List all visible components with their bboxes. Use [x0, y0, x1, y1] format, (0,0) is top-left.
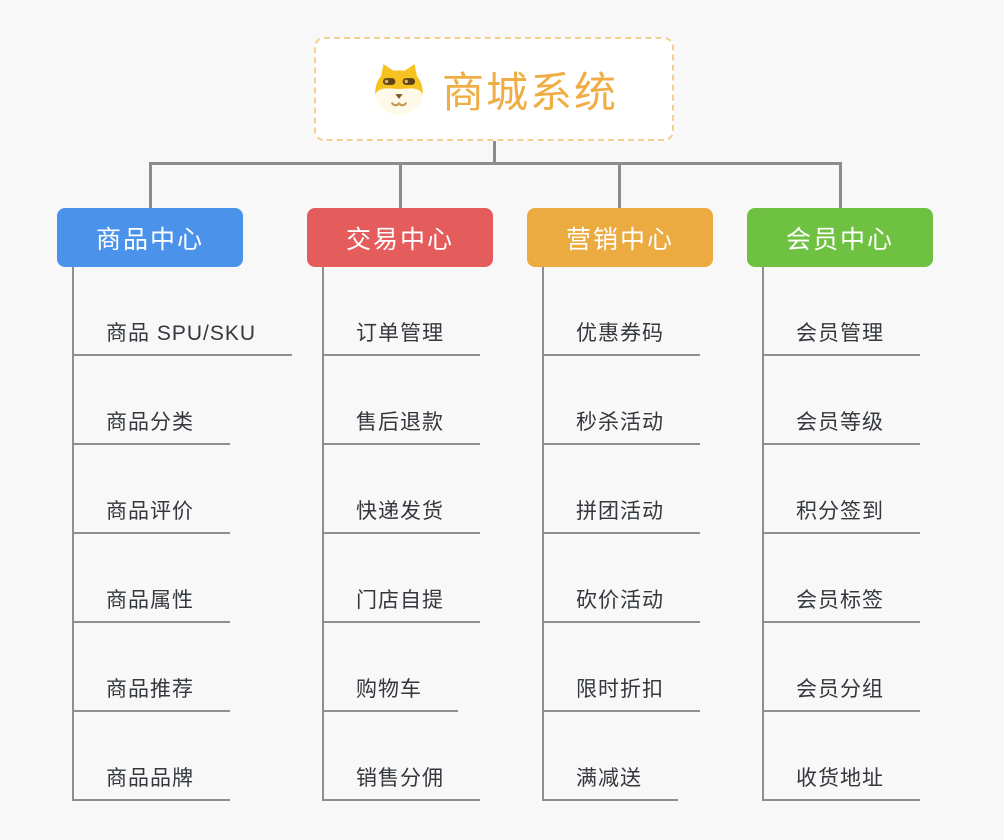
subtopic[interactable]: 商品品牌 — [72, 712, 230, 801]
branch-topic-member-center[interactable]: 会员中心 — [747, 208, 933, 267]
subtopic[interactable]: 商品 SPU/SKU — [72, 267, 293, 356]
branch-children-marketing-center: 优惠券码 秒杀活动 拼团活动 砍价活动 限时折扣 满减送 — [542, 267, 700, 801]
subtopic[interactable]: 售后退款 — [322, 356, 480, 445]
subtopic[interactable]: 收货地址 — [762, 712, 920, 801]
subtopic[interactable]: 会员管理 — [762, 267, 920, 356]
branch-topic-trade-center[interactable]: 交易中心 — [307, 208, 493, 267]
subtopic[interactable]: 会员标签 — [762, 534, 920, 623]
connector-drop-member — [839, 163, 842, 208]
subtopic[interactable]: 门店自提 — [322, 534, 480, 623]
connector-spine-marketing — [542, 267, 544, 801]
subtopic[interactable]: 商品评价 — [72, 445, 230, 534]
subtopic[interactable]: 商品属性 — [72, 534, 230, 623]
connector-root-stem — [493, 141, 496, 163]
subtopic[interactable]: 积分签到 — [762, 445, 920, 534]
connector-spine-trade — [322, 267, 324, 801]
connector-drop-product — [149, 163, 152, 208]
root-topic-title: 商城系统 — [441, 68, 618, 116]
subtopic[interactable]: 拼团活动 — [542, 445, 700, 534]
connector-drop-trade — [399, 163, 402, 208]
subtopic[interactable]: 商品分类 — [72, 356, 230, 445]
branch-topic-marketing-center[interactable]: 营销中心 — [527, 208, 713, 267]
subtopic[interactable]: 限时折扣 — [542, 623, 700, 712]
subtopic[interactable]: 会员分组 — [762, 623, 920, 712]
subtopic[interactable]: 会员等级 — [762, 356, 920, 445]
branch-topic-product-center[interactable]: 商品中心 — [57, 208, 243, 267]
branch-children-product-center: 商品 SPU/SKU 商品分类 商品评价 商品属性 商品推荐 商品品牌 — [72, 267, 293, 801]
connector-horizontal-bar — [149, 162, 842, 165]
connector-spine-product — [72, 267, 74, 801]
subtopic[interactable]: 快递发货 — [322, 445, 480, 534]
connector-drop-marketing — [618, 163, 621, 208]
subtopic[interactable]: 销售分佣 — [322, 712, 480, 801]
subtopic[interactable]: 订单管理 — [322, 267, 480, 356]
connector-spine-member — [762, 267, 764, 801]
dog-face-icon — [370, 62, 428, 116]
root-topic[interactable]: 商城系统 — [314, 37, 674, 141]
subtopic[interactable]: 商品推荐 — [72, 623, 230, 712]
subtopic[interactable]: 满减送 — [542, 712, 678, 801]
subtopic[interactable]: 购物车 — [322, 623, 458, 712]
subtopic[interactable]: 砍价活动 — [542, 534, 700, 623]
branch-children-trade-center: 订单管理 售后退款 快递发货 门店自提 购物车 销售分佣 — [322, 267, 480, 801]
subtopic[interactable]: 优惠券码 — [542, 267, 700, 356]
subtopic[interactable]: 秒杀活动 — [542, 356, 700, 445]
branch-children-member-center: 会员管理 会员等级 积分签到 会员标签 会员分组 收货地址 — [762, 267, 920, 801]
